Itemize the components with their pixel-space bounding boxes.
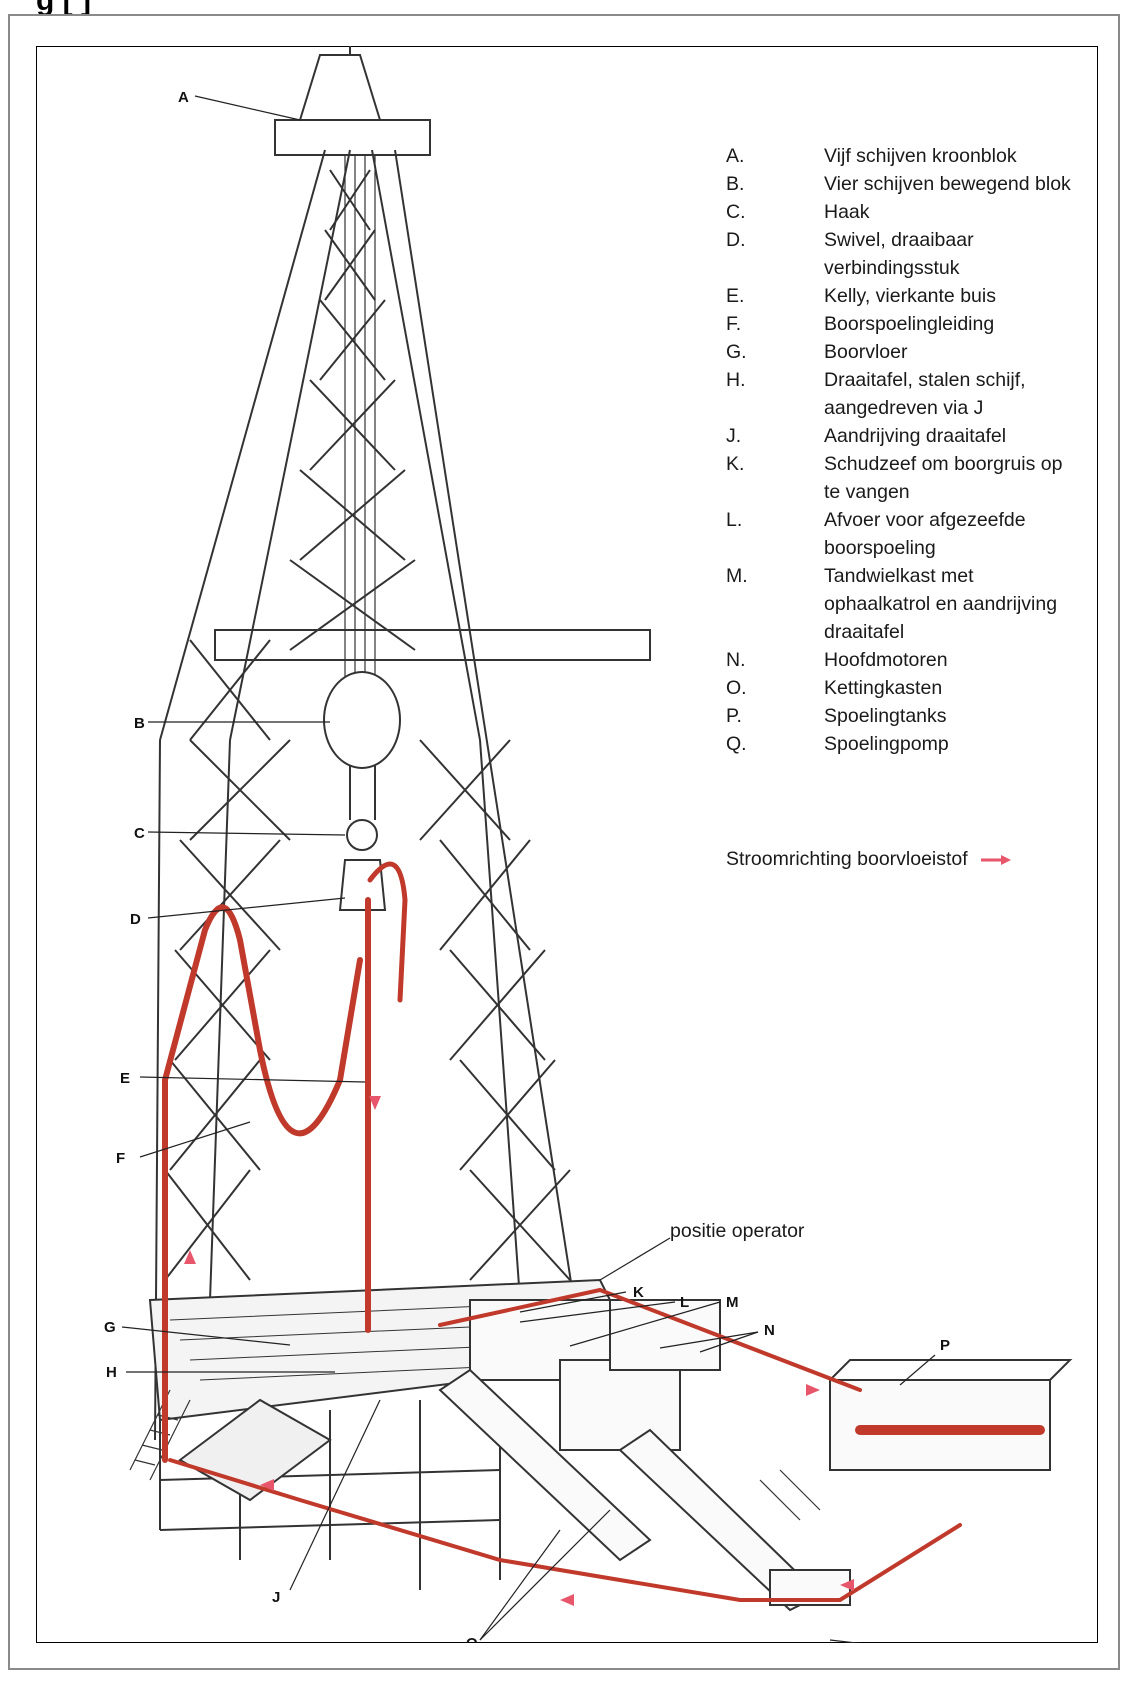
- callout-C: C: [134, 825, 145, 842]
- callout-M: M: [726, 1294, 739, 1311]
- callout-K: K: [633, 1284, 644, 1301]
- legend-item: D. Swivel, draaibaar verbindingsstuk: [726, 226, 1116, 282]
- mid-platform: [214, 629, 651, 661]
- legend-key: D.: [726, 229, 746, 251]
- legend-item: F. Boorspoelingleiding: [726, 310, 1116, 338]
- callout-L: L: [680, 1294, 689, 1311]
- legend-item: B. Vier schijven bewegend blok: [726, 170, 1116, 198]
- legend-text: Afvoer voor afgezeefde boorspoeling: [824, 509, 1026, 559]
- callout-D: D: [130, 911, 141, 928]
- legend-item: K. Schudzeef om boorgruis op te vangen: [726, 450, 1116, 506]
- drilling-rig-illustration: A B C D E F G H J K L M N P O Q: [104, 46, 1073, 1643]
- legend-item: C. Haak: [726, 198, 1116, 226]
- derrick-leg-right: [394, 149, 581, 1341]
- legend-item: J. Aandrijving draaitafel: [726, 422, 1116, 450]
- legend-key: M.: [726, 565, 748, 587]
- legend-key: F.: [726, 313, 742, 335]
- operator-position-label: positie operator: [670, 1220, 805, 1242]
- crown-platform: [274, 119, 431, 156]
- legend-key: Q.: [726, 733, 747, 755]
- travelling-block: [323, 671, 401, 769]
- legend-key: C.: [726, 201, 746, 223]
- standpipe: [162, 904, 363, 1463]
- callout-B: B: [134, 715, 145, 732]
- legend-text: Schudzeef om boorgruis op te vangen: [824, 453, 1063, 503]
- legend-item: A. Vijf schijven kroonblok: [726, 142, 1116, 170]
- legend-text: Boorspoelingleiding: [824, 313, 995, 335]
- legend-text: Swivel, draaibaar verbindingsstuk: [824, 229, 974, 279]
- legend-item: E. Kelly, vierkante buis: [726, 282, 1116, 310]
- callout-P: P: [940, 1337, 950, 1354]
- hook: [346, 819, 378, 851]
- legend-item: H. Draaitafel, stalen schijf, aangedreven…: [726, 366, 1116, 422]
- flow-arrow-icon: [981, 854, 1012, 865]
- legend-item: O. Kettingkasten: [726, 674, 1116, 702]
- legend-item: L. Afvoer voor afgezeefde boorspoeling: [726, 506, 1116, 562]
- legend-text: Kettingkasten: [824, 677, 943, 699]
- legend-text: Draaitafel, stalen schijf, aangedreven v…: [824, 369, 1026, 419]
- legend-key: J.: [726, 425, 742, 447]
- legend-item: G. Boorvloer: [726, 338, 1116, 366]
- legend-key: P.: [726, 705, 742, 727]
- legend-text: Boorvloer: [824, 341, 908, 363]
- rotary-hose: [367, 861, 408, 1003]
- derrick-leg-left: [159, 149, 326, 741]
- callout-A: A: [178, 89, 189, 106]
- legend-key: K.: [726, 453, 745, 475]
- flow-direction-label: Stroomrichting boorvloeistof: [726, 848, 968, 870]
- legend-key: O.: [726, 677, 747, 699]
- legend-text: Tandwielkast met ophaalkatrol en aandrij…: [824, 565, 1058, 643]
- legend-key: N.: [726, 649, 746, 671]
- legend-item: P. Spoelingtanks: [726, 702, 1116, 730]
- outer-frame: [8, 14, 1120, 1670]
- legend-key: A.: [726, 145, 745, 167]
- callout-J: J: [272, 1589, 280, 1606]
- cut-off-title: g [ ]: [36, 0, 91, 17]
- return-line: [438, 1287, 862, 1392]
- legend-text: Vier schijven bewegend blok: [824, 173, 1071, 195]
- legend-key: G.: [726, 341, 747, 363]
- legend-text: Haak: [824, 201, 870, 223]
- legend-text: Aandrijving draaitafel: [824, 425, 1007, 447]
- legend-key: L.: [726, 509, 743, 531]
- callout-Q: Q: [906, 1641, 918, 1643]
- legend-key: B.: [726, 173, 745, 195]
- callout-G: G: [104, 1319, 116, 1336]
- callout-H: H: [106, 1364, 117, 1381]
- callout-O: O: [466, 1635, 478, 1643]
- legend-text: Hoofdmotoren: [824, 649, 948, 671]
- legend-text: Kelly, vierkante buis: [824, 285, 996, 307]
- callout-E: E: [120, 1070, 130, 1087]
- legend-text: Spoelingpomp: [824, 733, 949, 755]
- legend-item: N. Hoofdmotoren: [726, 646, 1116, 674]
- legend-item: M. Tandwielkast met ophaalkatrol en aandr…: [726, 562, 1116, 646]
- flow-direction-note: Stroomrichting boorvloeistof: [726, 848, 1012, 871]
- legend-text: Spoelingtanks: [824, 705, 947, 727]
- legend-item: Q. Spoelingpomp: [726, 730, 1116, 758]
- legend-key: H.: [726, 369, 746, 391]
- callout-F: F: [116, 1150, 125, 1167]
- legend-text: Vijf schijven kroonblok: [824, 145, 1017, 167]
- legend-key: E.: [726, 285, 745, 307]
- callout-N: N: [764, 1322, 775, 1339]
- suction-line: [168, 1458, 962, 1602]
